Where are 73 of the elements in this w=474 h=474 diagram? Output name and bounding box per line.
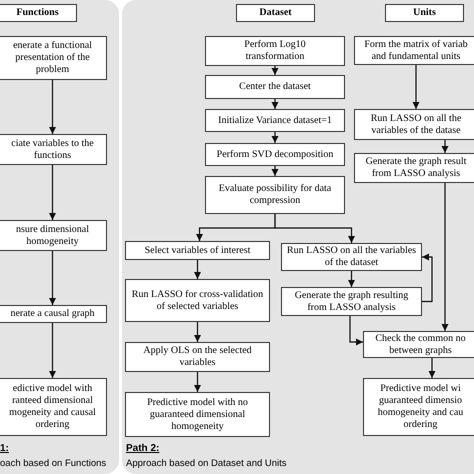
arrow xyxy=(194,322,202,342)
process-box xyxy=(205,143,345,166)
arrow xyxy=(194,372,202,392)
process-box xyxy=(354,153,474,183)
process-box xyxy=(0,220,107,251)
arrow xyxy=(271,166,279,176)
step-text: Initialize Variance dataset=1 xyxy=(218,114,332,126)
step-text: Form the matrix of variab and fundamental units xyxy=(363,38,469,62)
process-box xyxy=(0,36,107,80)
column-title: Functions xyxy=(16,7,59,19)
header-box xyxy=(0,4,77,22)
process-box xyxy=(125,279,270,322)
step-text: ciate variables to the functions xyxy=(10,138,95,162)
process-box xyxy=(363,378,474,436)
step-text: Select variables of interest xyxy=(144,244,250,256)
step-text: Predictive model wi guaranteed dimensio homogeneity and cau ordering xyxy=(376,383,464,431)
column-title: Units xyxy=(413,7,436,19)
process-box xyxy=(0,134,107,165)
arrow xyxy=(271,132,279,143)
panel-background xyxy=(122,0,474,474)
process-box xyxy=(125,241,270,260)
step-text: Run LASSO on all the variables of the datase xyxy=(370,112,462,136)
header-box xyxy=(236,4,315,22)
process-box xyxy=(125,392,270,437)
arrow xyxy=(271,99,279,109)
process-box xyxy=(363,331,474,358)
process-box xyxy=(281,287,422,316)
step-text: enerate a functional presentation of the problem xyxy=(12,40,93,76)
path-description: Approach based on Dataset and Units xyxy=(126,456,287,471)
process-box xyxy=(205,109,345,132)
column-title: Dataset xyxy=(259,7,292,19)
process-box xyxy=(281,243,422,271)
step-text: Generate the graph resulting from LASSO analysis xyxy=(294,290,410,314)
arrow xyxy=(48,80,56,134)
panel-background xyxy=(0,0,119,474)
process-box xyxy=(354,109,474,140)
path-description: oach based on Functions xyxy=(0,456,106,471)
step-text: Apply OLS on the selected variables xyxy=(142,345,253,369)
process-box xyxy=(0,378,107,436)
arrow xyxy=(271,66,279,75)
step-text: edictive model with ranteed dimensional mogeneity and causal ordering xyxy=(8,383,97,431)
arrow xyxy=(194,260,202,279)
process-box xyxy=(205,176,345,214)
step-text: Perform Log10 transformation xyxy=(243,39,307,63)
step-text: nerate a causal graph xyxy=(10,308,95,320)
process-box xyxy=(354,36,474,65)
step-text: Evaluate possibility for data compression xyxy=(218,183,332,207)
step-text: Perform SVD decomposition xyxy=(216,148,334,160)
arrow xyxy=(349,316,363,346)
header-box xyxy=(385,4,464,22)
arrow xyxy=(348,271,356,287)
step-text: Check the common no between graphs xyxy=(374,332,467,356)
arrow xyxy=(48,251,56,305)
path-title: Path 2: xyxy=(126,442,160,456)
arrow xyxy=(48,165,56,220)
arrow xyxy=(412,65,420,109)
arrow xyxy=(274,214,356,243)
step-text: Predictive model with no guaranteed dimensional homogeneity xyxy=(146,396,249,432)
arrow xyxy=(441,140,449,153)
step-text: Run LASSO on all the variables of the dataset xyxy=(286,245,418,269)
step-text: Generate the graph result from LASSO analysis xyxy=(364,156,468,180)
process-box xyxy=(0,305,107,323)
arrow xyxy=(441,183,449,331)
step-text: Run LASSO for cross-validation of selected variables xyxy=(130,288,264,312)
step-text: Center the dataset xyxy=(239,81,311,93)
arrow xyxy=(48,323,56,378)
process-box xyxy=(205,75,345,99)
arrow xyxy=(428,358,436,378)
path-title: 1: xyxy=(0,442,9,456)
process-box xyxy=(205,36,345,66)
arrow xyxy=(422,253,433,302)
step-text: nsure dimensional homogeneity xyxy=(14,224,90,248)
process-box xyxy=(125,342,270,372)
